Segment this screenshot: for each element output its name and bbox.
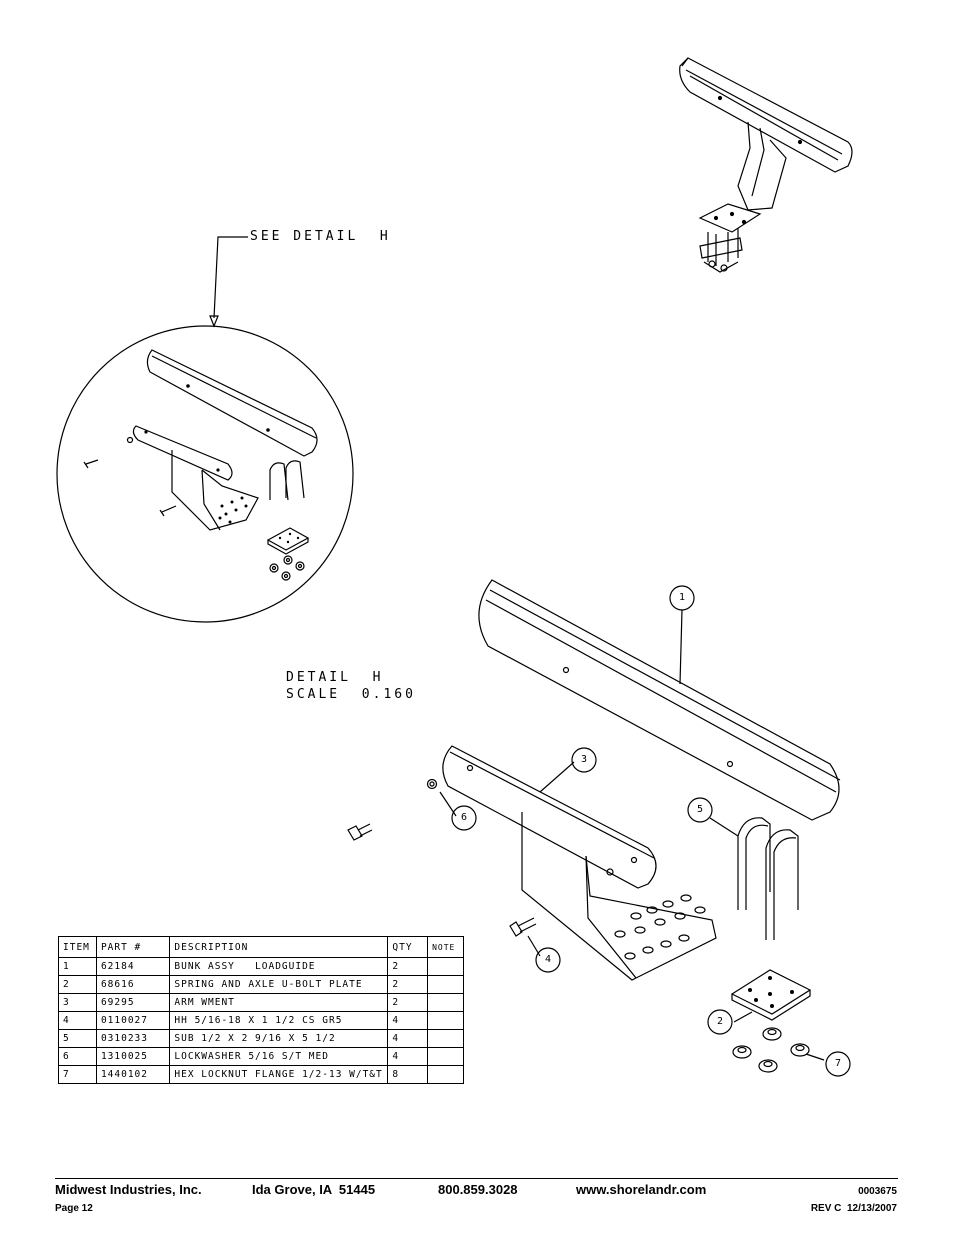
- cell-item: 1: [58, 957, 97, 976]
- balloon-5: [687, 797, 713, 823]
- cell-part-number: 0310233: [95, 1029, 171, 1048]
- cell-qty: 2: [387, 975, 429, 994]
- cell-item: 4: [58, 1011, 97, 1030]
- footer-company: Midwest Industries, Inc.: [55, 1182, 202, 1197]
- cell-part-number: 0110027: [95, 1011, 171, 1030]
- footer-revision: REV C 12/13/2007: [810, 1203, 897, 1214]
- cell-part-number: 62184: [95, 957, 171, 976]
- balloon-label-2: 2: [717, 1016, 724, 1027]
- cell-qty: 8: [387, 1065, 429, 1084]
- item-1-bunk: [478, 579, 841, 821]
- detail-caption-scale: SCALE 0.160: [286, 687, 416, 702]
- table-row: 7 1440102 HEX LOCKNUT FLANGE 1/2-13 W/T&…: [58, 1065, 464, 1084]
- cell-description: SUB 1/2 X 2 9/16 X 5 1/2: [169, 1029, 389, 1048]
- detail-h-view: [56, 325, 354, 623]
- item-7-nuts: [732, 1027, 810, 1073]
- footer-website: www.shorelandr.com: [576, 1182, 707, 1197]
- item-3-arm: [442, 745, 717, 981]
- assembled-bunk-view: [679, 57, 853, 273]
- cell-qty: 4: [387, 1029, 429, 1048]
- detail-callout-leader: [209, 236, 248, 328]
- see-detail-callout: SEE DETAIL H: [250, 229, 391, 244]
- header-description: DESCRIPTION: [169, 936, 389, 958]
- detail-circle: [56, 325, 354, 623]
- cell-description: HH 5/16-18 X 1 1/2 CS GR5: [169, 1011, 389, 1030]
- header-qty: QTY: [387, 936, 429, 958]
- balloon-2: [707, 1009, 733, 1035]
- parts-table-header: ITEM PART # DESCRIPTION QTY NOTE: [58, 936, 464, 958]
- table-row: 1 62184 BUNK ASSY LOADGUIDE 2: [58, 957, 464, 976]
- footer-doc-number: 0003675: [858, 1186, 897, 1197]
- parts-table: ITEM PART # DESCRIPTION QTY NOTE 1 62184…: [58, 936, 464, 1084]
- cell-item: 7: [58, 1065, 97, 1084]
- balloon-3: [571, 747, 597, 773]
- cell-description: BUNK ASSY LOADGUIDE: [169, 957, 389, 976]
- cell-part-number: 1440102: [95, 1065, 171, 1084]
- cell-note: [427, 993, 464, 1012]
- item-2-plate: [730, 969, 812, 1021]
- cell-item: 3: [58, 993, 97, 1012]
- footer-divider: [55, 1178, 898, 1179]
- cell-part-number: 1310025: [95, 1047, 171, 1066]
- cell-note: [427, 1047, 464, 1066]
- detail-caption-title: DETAIL H: [286, 670, 384, 685]
- table-row: 3 69295 ARM WMENT 2: [58, 993, 464, 1012]
- balloon-1: [669, 585, 695, 611]
- cell-description: HEX LOCKNUT FLANGE 1/2-13 W/T&T: [169, 1065, 389, 1084]
- balloon-6: [451, 805, 477, 831]
- item-6-lockwasher: [426, 778, 438, 790]
- cell-note: [427, 1065, 464, 1084]
- cell-item: 2: [58, 975, 97, 994]
- cell-note: [427, 1029, 464, 1048]
- item-4-bolts: [347, 823, 537, 937]
- table-row: 4 0110027 HH 5/16-18 X 1 1/2 CS GR5 4: [58, 1011, 464, 1030]
- balloon-7: [825, 1051, 851, 1077]
- cell-description: SPRING AND AXLE U-BOLT PLATE: [169, 975, 389, 994]
- main-exploded-view: [347, 579, 851, 1077]
- table-row: 6 1310025 LOCKWASHER 5/16 S/T MED 4: [58, 1047, 464, 1066]
- cell-part-number: 68616: [95, 975, 171, 994]
- cell-qty: 2: [387, 993, 429, 1012]
- footer-phone: 800.859.3028: [438, 1182, 518, 1197]
- header-note: NOTE: [427, 936, 464, 958]
- cell-qty: 4: [387, 1011, 429, 1030]
- balloon-label-4: 4: [545, 954, 552, 965]
- balloon-label-5: 5: [697, 804, 704, 815]
- cell-item: 6: [58, 1047, 97, 1066]
- cell-note: [427, 957, 464, 976]
- balloon-label-3: 3: [581, 754, 588, 765]
- cell-description: ARM WMENT: [169, 993, 389, 1012]
- item-5-ubolts: [737, 817, 799, 940]
- balloon-label-7: 7: [835, 1058, 842, 1069]
- cell-qty: 4: [387, 1047, 429, 1066]
- cell-description: LOCKWASHER 5/16 S/T MED: [169, 1047, 389, 1066]
- header-part-number: PART #: [95, 936, 171, 958]
- cell-note: [427, 975, 464, 994]
- footer-page-number: Page 12: [55, 1203, 93, 1214]
- cell-part-number: 69295: [95, 993, 171, 1012]
- cell-item: 5: [58, 1029, 97, 1048]
- table-row: 5 0310233 SUB 1/2 X 2 9/16 X 5 1/2 4: [58, 1029, 464, 1048]
- balloon-label-6: 6: [461, 812, 468, 823]
- header-item: ITEM: [58, 936, 97, 958]
- cell-qty: 2: [387, 957, 429, 976]
- balloon-4: [535, 947, 561, 973]
- balloon-label-1: 1: [679, 592, 686, 603]
- cell-note: [427, 1011, 464, 1030]
- table-row: 2 68616 SPRING AND AXLE U-BOLT PLATE 2: [58, 975, 464, 994]
- footer-location: Ida Grove, IA 51445: [252, 1182, 376, 1197]
